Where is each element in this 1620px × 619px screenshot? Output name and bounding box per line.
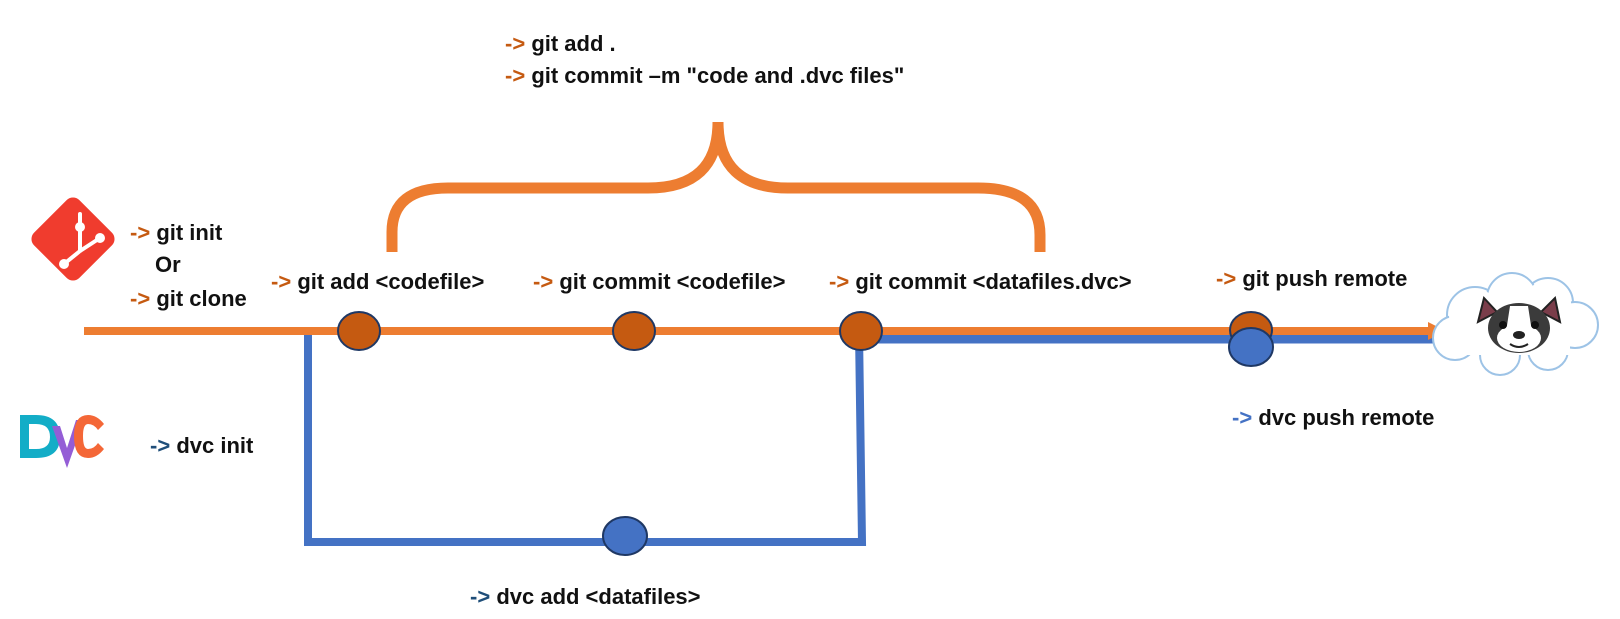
arrow-marker: -> <box>470 584 491 609</box>
dvc-branch-line <box>304 331 867 546</box>
label-dvc-add-datafiles: -> dvc add <datafiles> <box>470 584 701 610</box>
command-text: git add <codefile> <box>297 269 485 294</box>
command-text: git commit <codefile> <box>559 269 786 294</box>
node-git-commit-codefile <box>612 311 656 351</box>
command-text: git add . <box>531 31 616 56</box>
command-text: git commit –m "code and .dvc files" <box>531 63 905 88</box>
label-dvc-init: -> dvc init <box>150 433 253 459</box>
label-git-push-remote: -> git push remote <box>1216 266 1407 292</box>
label-git-commit-codefile: -> git commit <codefile> <box>533 269 785 295</box>
node-git-commit-datafiles <box>839 311 883 351</box>
cloud-dog-remote-icon <box>1432 272 1599 376</box>
label-or: Or <box>155 252 181 277</box>
arrow-marker: -> <box>533 269 554 294</box>
arrow-marker: -> <box>505 31 526 56</box>
command-text: git commit <datafiles.dvc> <box>855 269 1132 294</box>
command-text: dvc add <datafiles> <box>496 584 701 609</box>
command-text: git init <box>156 220 223 245</box>
arrow-marker: -> <box>271 269 292 294</box>
arrow-marker: -> <box>1232 405 1253 430</box>
arrow-marker: -> <box>130 286 151 311</box>
label-git-clone: -> git clone <box>130 286 247 312</box>
label-top-git-commit: -> git commit –m "code and .dvc files" <box>505 63 904 89</box>
node-dvc-push <box>1228 327 1274 367</box>
node-git-add-codefile <box>337 311 381 351</box>
command-text: git clone <box>156 286 247 311</box>
arrow-marker: -> <box>150 433 171 458</box>
group-brace <box>386 121 1046 252</box>
command-text: dvc push remote <box>1258 405 1435 430</box>
label-git-init: -> git init <box>130 220 222 246</box>
label-top-git-add: -> git add . <box>505 31 616 57</box>
label-git-commit-datafiles: -> git commit <datafiles.dvc> <box>829 269 1132 295</box>
command-text: dvc init <box>176 433 254 458</box>
arrow-marker: -> <box>505 63 526 88</box>
arrow-marker: -> <box>1216 266 1237 291</box>
label-dvc-push-remote: -> dvc push remote <box>1232 405 1434 431</box>
dvc-logo-icon <box>20 415 104 468</box>
command-text: git push remote <box>1242 266 1408 291</box>
arrow-marker: -> <box>130 220 151 245</box>
arrow-marker: -> <box>829 269 850 294</box>
node-dvc-add <box>602 516 648 556</box>
label-git-add-codefile: -> git add <codefile> <box>271 269 484 295</box>
git-logo-icon <box>31 197 115 281</box>
